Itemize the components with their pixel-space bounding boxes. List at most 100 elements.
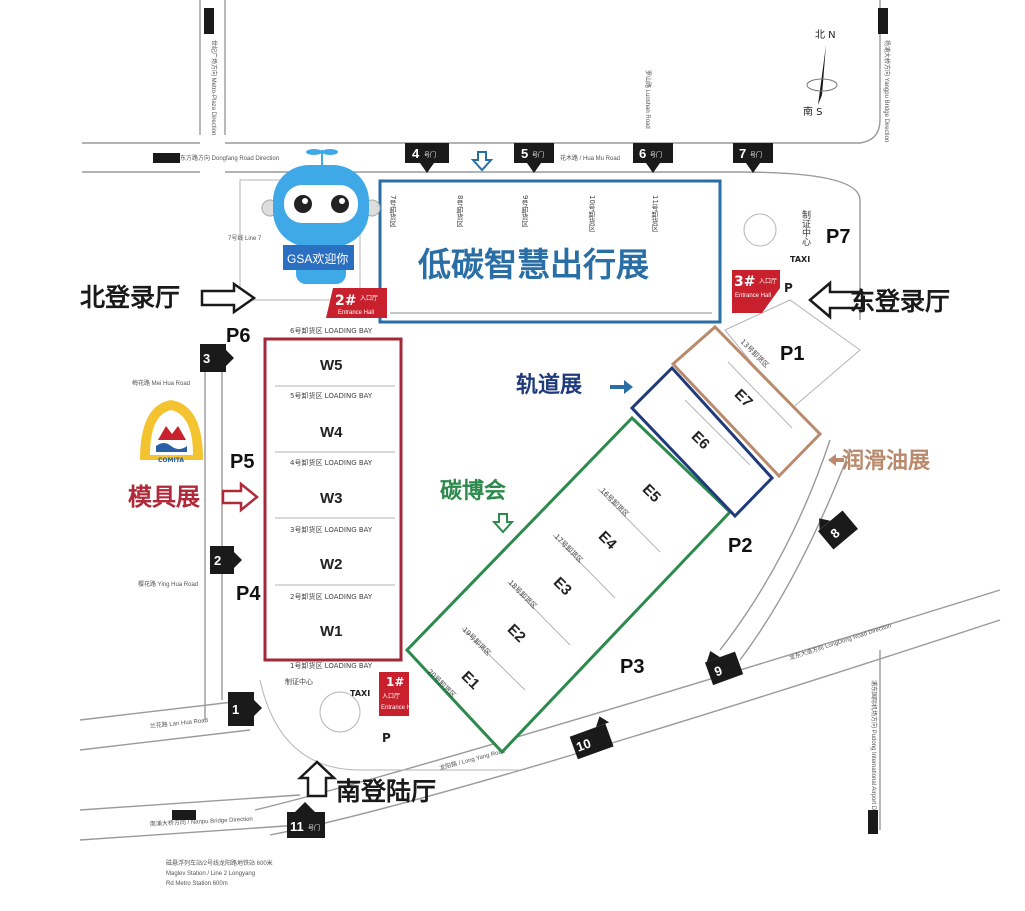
loading-bay-8: 8号卸货区 (456, 195, 464, 228)
gate-1: 1 (228, 692, 262, 726)
lubricant-exhibition-label: 润滑油展 (842, 448, 930, 474)
loading-bay-1: 1号卸货区 LOADING BAY (290, 661, 373, 670)
compass-south: 南 S (803, 105, 823, 118)
parking-p5: P5 (230, 451, 254, 473)
road-label-longdong: 龙东大道方向 LongDong Road Direction (788, 621, 892, 662)
road-label-century: 世纪广场方向 Metro-Plaza Direction (210, 40, 218, 135)
hall-w4[interactable]: W4 (320, 424, 343, 441)
metro-label-cn: 磁悬浮列车站/2号线龙阳路地铁站 600米 (166, 859, 273, 867)
e-hall-area[interactable]: E1 E2 E3 E4 E5 E6 E7 20号卸货区 19号卸货区 18号卸货… (404, 324, 823, 755)
carbon-expo-label: 碳博会 (440, 478, 506, 504)
compass-north: 北 N (815, 29, 836, 41)
mold-arrow-icon (221, 481, 259, 513)
road-label-luoshan: 罗山路 Luoshan Road (644, 70, 652, 129)
road-label-yangpu: 杨浦大桥方向 Yangpu Bridge Direction (883, 40, 891, 142)
svg-text:Entrance Hall: Entrance Hall (381, 705, 417, 711)
compass-needle-icon (818, 45, 826, 105)
w-hall-area[interactable]: 6号卸货区 LOADING BAY 5号卸货区 LOADING BAY 4号卸货… (263, 326, 403, 670)
loading-bay-6: 6号卸货区 LOADING BAY (290, 326, 373, 335)
loading-bay-5: 5号卸货区 LOADING BAY (290, 391, 373, 400)
svg-text:11: 11 (290, 819, 304, 834)
gate-8: 8 (818, 510, 858, 550)
comita-logo: COMITA (140, 400, 203, 464)
direction-arrow-dongfang (153, 153, 180, 163)
cert-center-east: 制证中心 (800, 209, 811, 246)
direction-arrow-yangpu (878, 8, 888, 34)
rail-exhibition-label: 轨道展 (516, 372, 582, 398)
loading-bay-9: 9号卸货区 (521, 195, 529, 228)
direction-arrow-nanpu (172, 810, 196, 820)
rail-boundary (629, 365, 775, 519)
parking-p2: P2 (728, 535, 752, 557)
svg-text:1#: 1# (386, 675, 404, 689)
svg-text:入口厅: 入口厅 (759, 278, 777, 285)
svg-text:7: 7 (739, 146, 746, 161)
mascot-badge: GSA欢迎你 (287, 251, 348, 266)
svg-text:5: 5 (521, 146, 528, 161)
low-carbon-hall-area[interactable]: 7号卸货区 8号卸货区 9号卸货区 10号卸货区 11号卸货区 低碳智慧出行展 (378, 179, 722, 324)
hall-w2[interactable]: W2 (320, 556, 343, 573)
entrance-hall-2[interactable]: 2# 入口厅 Entrance Hall (326, 288, 387, 318)
hall-w1[interactable]: W1 (320, 623, 343, 640)
svg-text:号门: 号门 (308, 824, 320, 832)
comita-logo-text: COMITA (158, 457, 184, 464)
svg-text:3: 3 (203, 351, 210, 366)
east-registration-label: 东登录厅 (850, 287, 950, 316)
svg-text:号门: 号门 (750, 151, 762, 159)
gate-7: 7 号门 (733, 143, 773, 173)
low-carbon-arrow-icon (470, 151, 494, 172)
road-label-meihua: 梅花路 Mei Hua Road (132, 379, 190, 387)
parking-p4: P4 (236, 583, 261, 605)
metro-label-en1: Maglev Station / Line 2 Longyang (166, 871, 255, 877)
loading-bay-4: 4号卸货区 LOADING BAY (290, 458, 373, 467)
hall-w5[interactable]: W5 (320, 357, 343, 374)
svg-text:3#: 3# (734, 274, 755, 290)
loading-bay-2: 2号卸货区 LOADING BAY (290, 592, 373, 601)
lubricant-boundary (670, 324, 823, 479)
direction-arrow-airport (868, 810, 878, 834)
mold-exhibition-label: 模具展 (128, 483, 200, 511)
svg-text:号门: 号门 (424, 151, 436, 159)
metro-label-en2: Rd Metro Station 600m (166, 881, 228, 887)
east-arrow-icon (808, 280, 864, 320)
robot-mascot: GSA欢迎你 (261, 149, 381, 284)
parking-p1: P1 (780, 343, 804, 365)
hall-w3[interactable]: W3 (320, 490, 343, 507)
svg-text:2#: 2# (335, 293, 356, 309)
metro-line7-label: 7号线 Line 7 (228, 234, 262, 242)
loading-bay-11: 11号卸货区 (651, 195, 659, 232)
loading-bay-7: 7号卸货区 (389, 195, 397, 228)
parking-p3: P3 (620, 656, 644, 678)
road-label-nanpu: 南浦大桥方向 / Nanpu Bridge Direction (150, 815, 253, 828)
road-label-airport: 浦东国际机场方向 Pudong International Airport Di… (870, 680, 878, 829)
parking-icon-east: P (784, 281, 793, 295)
lubricant-arrow-icon (828, 454, 844, 466)
svg-text:Entrance Hall: Entrance Hall (735, 293, 771, 299)
north-arrow-icon (200, 281, 257, 315)
gate-2: 2 (210, 546, 242, 574)
loading-bay-10: 10号卸货区 (588, 195, 596, 232)
road-label-huamu: 花木路 / Hua Mu Road (560, 154, 620, 162)
svg-text:10: 10 (574, 735, 593, 754)
parking-p6: P6 (226, 325, 250, 347)
parking-icon-south: P (382, 731, 391, 745)
south-arrow-icon (296, 760, 338, 798)
gate-9: 9 (704, 651, 744, 686)
rail-arrow-icon (610, 380, 633, 394)
svg-text:入口厅: 入口厅 (382, 693, 400, 700)
road-label-yinghua: 樱花路 Ying Hua Road (138, 580, 198, 588)
entrance-hall-1[interactable]: 1# 入口厅 Entrance Hall (379, 672, 417, 716)
svg-text:Entrance Hall: Entrance Hall (338, 310, 374, 316)
parking-p7: P7 (826, 226, 850, 248)
svg-text:4: 4 (412, 146, 420, 161)
direction-arrow-century (204, 8, 214, 34)
loading-bay-3: 3号卸货区 LOADING BAY (290, 525, 373, 534)
entrance-hall-3[interactable]: 3# 入口厅 Entrance Hall (732, 270, 780, 313)
road-label-dongfang: 东方路方向 Dongfang Road Direction (180, 154, 279, 162)
compass: 北 N 南 S (803, 29, 838, 118)
svg-text:9: 9 (712, 663, 724, 680)
taxi-label-south: TAXI (350, 689, 370, 698)
